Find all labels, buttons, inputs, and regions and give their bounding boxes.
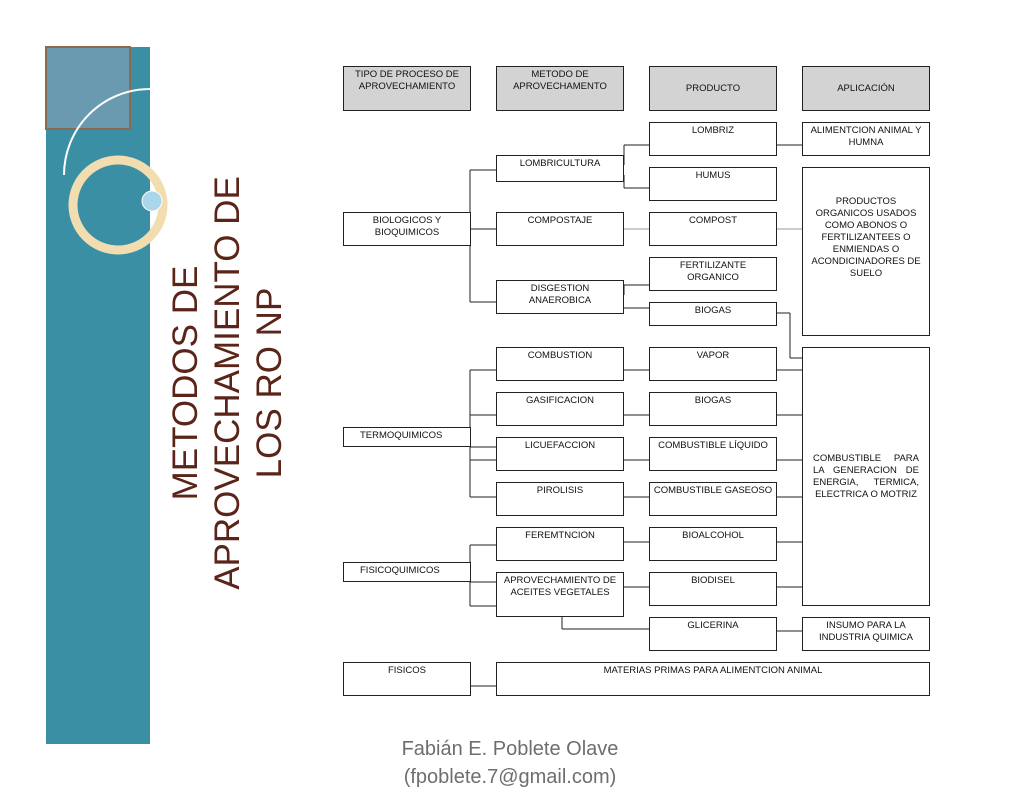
producto-biodisel: BIODISEL (649, 572, 777, 606)
decorative-circles (45, 46, 172, 255)
header-metodo: METODO DE APROVECHAMENTO (496, 66, 624, 111)
bubble-icon (141, 190, 163, 212)
producto-fertilizante: FERTILIZANTE ORGANICO (649, 257, 777, 291)
arc-line (63, 88, 151, 176)
metodo-licuefaccion: LICUEFACCION (496, 437, 624, 471)
metodo-aceites: APROVECHAMIENTO DE ACEITES VEGETALES (496, 572, 624, 617)
header-tipo: TIPO DE PROCESO DE APROVECHAMIENTO (343, 66, 471, 111)
producto-humus: HUMUS (649, 167, 777, 201)
metodo-digestion: DISGESTION ANAEROBICA (496, 280, 624, 314)
header-producto: PRODUCTO (649, 66, 777, 111)
tipo-biologicos: BIOLOGICOS Y BIOQUIMICOS (343, 212, 471, 246)
author-footer: Fabián E. Poblete Olave (fpoblete.7@gmai… (350, 735, 670, 791)
aplicacion-insumo: INSUMO PARA LA INDUSTRIA QUIMICA (802, 617, 930, 651)
metodo-fermentacion: FEREMTNCION (496, 527, 624, 561)
producto-combustible-liquido: COMBUSTIBLE LÍQUIDO (649, 437, 777, 471)
aplicacion-alimentacion: ALIMENTCION ANIMAL Y HUMNA (802, 122, 930, 156)
author-email: (fpoblete.7@gmail.com) (403, 766, 617, 788)
author-name: Fabián E. Poblete Olave (401, 738, 619, 760)
metodo-materias: MATERIAS PRIMAS PARA ALIMENTCION ANIMAL (496, 662, 930, 696)
aplicacion-abonos: PRODUCTOS ORGANICOS USADOS COMO ABONOS O… (802, 167, 930, 336)
metodo-gasificacion: GASIFICACION (496, 392, 624, 426)
tipo-termoquimicos: TERMOQUIMICOS (343, 427, 471, 447)
producto-bioalcohol: BIOALCOHOL (649, 527, 777, 561)
tipo-fisicos: FISICOS (343, 662, 471, 696)
metodo-pirolisis: PIROLISIS (496, 482, 624, 516)
header-aplicacion: APLICACIÓN (802, 66, 930, 111)
tipo-fisicoquimicos: FISICOQUIMICOS (343, 562, 471, 582)
bubble-small-icon (164, 182, 172, 190)
metodo-lombricultura: LOMBRICULTURA (496, 155, 624, 182)
ring-icon (68, 155, 168, 255)
mesh-square-border (45, 46, 131, 130)
producto-glicerina: GLICERINA (649, 617, 777, 651)
producto-compost: COMPOST (649, 212, 777, 246)
producto-biogas-2: BIOGAS (649, 392, 777, 426)
producto-biogas-1: BIOGAS (649, 302, 777, 326)
producto-vapor: VAPOR (649, 347, 777, 381)
metodo-compostaje: COMPOSTAJE (496, 212, 624, 246)
producto-combustible-gaseoso: COMBUSTIBLE GASEOSO (649, 482, 777, 516)
producto-lombriz: LOMBRIZ (649, 122, 777, 156)
metodo-combustion: COMBUSTION (496, 347, 624, 381)
aplicacion-combustible: COMBUSTIBLE PARA LA GENERACION DE ENERGI… (802, 347, 930, 606)
